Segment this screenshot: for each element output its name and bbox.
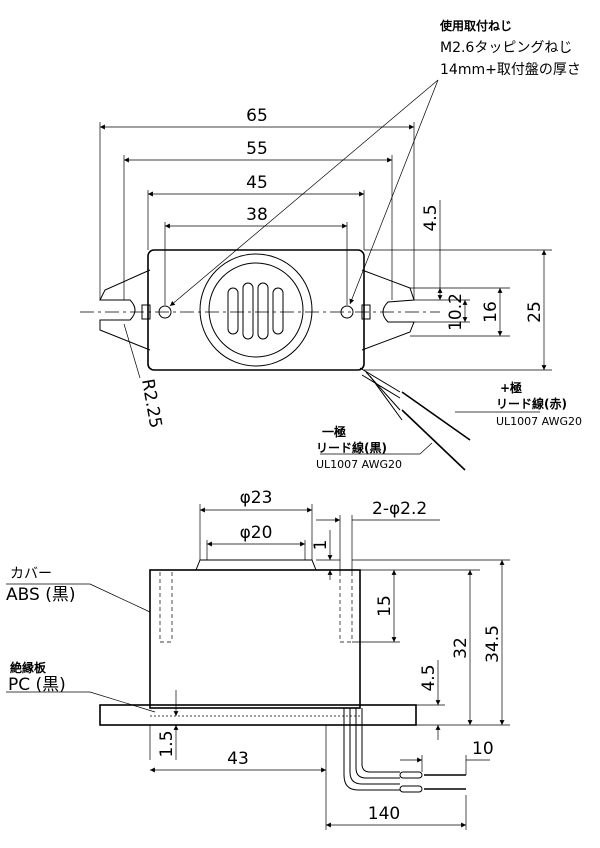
screw-note-line1: 使用取付ねじ (439, 18, 512, 33)
plus-lead-line1: +極 (500, 380, 522, 395)
front-body (149, 569, 361, 709)
dim-4-5-bottom: 4.5 (419, 664, 439, 691)
dim-34-5: 34.5 (483, 625, 503, 663)
dim-10: 10 (472, 739, 494, 759)
hidden-bosses (159, 572, 353, 643)
sound-slots (227, 282, 284, 340)
sounder-inner-circle (208, 262, 304, 358)
left-notch (141, 304, 151, 320)
cover-line2: ABS (黒) (6, 585, 75, 605)
minus-lead-line2: リード線(黒) (316, 440, 387, 455)
screw-note-line2: M2.6タッピングねじ (440, 40, 572, 56)
right-screw-hole (340, 305, 354, 319)
dim-10-2: 10.2 (446, 293, 466, 331)
dim-1-5: 1.5 (157, 730, 177, 757)
dim-15: 15 (375, 595, 395, 617)
base-flange (99, 704, 417, 726)
sounder-outer-circle (199, 253, 313, 367)
cover-line1: カバー (10, 566, 52, 582)
screw-leader-left (169, 79, 439, 307)
left-screw-hole (158, 305, 172, 319)
plus-lead-line2: リード線(赤) (496, 396, 567, 411)
dim-25: 25 (525, 301, 545, 323)
top-extension-lines (99, 122, 415, 305)
front-view: φ23 φ20 2-φ2.2 1 15 32 34.5 4 (6, 488, 510, 830)
insulator-line2: PC (黒) (8, 675, 66, 695)
dim-4-5-top: 4.5 (421, 204, 441, 231)
dim-43: 43 (227, 749, 249, 769)
minus-lead-line3: UL1007 AWG20 (316, 458, 402, 471)
right-notch (361, 304, 371, 320)
dim-d23: φ23 (240, 488, 273, 508)
dim-1: 1 (311, 540, 331, 551)
dim-16: 16 (481, 301, 501, 323)
minus-lead-line1: 一極 (322, 424, 346, 439)
left-mount-tab (99, 269, 151, 351)
top-height-extension-lines (364, 249, 552, 371)
dim-38: 38 (246, 205, 268, 225)
front-lead-wires (343, 708, 466, 793)
dim-140: 140 (368, 804, 400, 824)
top-lead-wires (359, 367, 471, 471)
r-leader (123, 323, 141, 379)
dim-r2-25: R2.25 (137, 377, 165, 429)
dim-45: 45 (246, 173, 268, 193)
screw-note-line3: 14mm+取付盤の厚さ (440, 62, 581, 78)
dim-65: 65 (246, 106, 268, 126)
top-view: 65 55 45 38 4.5 10.2 16 25 R2.25 (80, 18, 582, 471)
insulator-line1: 絶縁板 (10, 660, 47, 675)
dim-holes: 2-φ2.2 (372, 499, 427, 519)
dim-d20: φ20 (240, 523, 273, 543)
dim-55: 55 (246, 139, 268, 159)
body-outline (147, 249, 365, 371)
dim-32: 32 (451, 637, 471, 659)
top-cap (195, 559, 317, 571)
screw-leader-right (349, 79, 439, 305)
plus-lead-line3: UL1007 AWG20 (496, 415, 582, 428)
